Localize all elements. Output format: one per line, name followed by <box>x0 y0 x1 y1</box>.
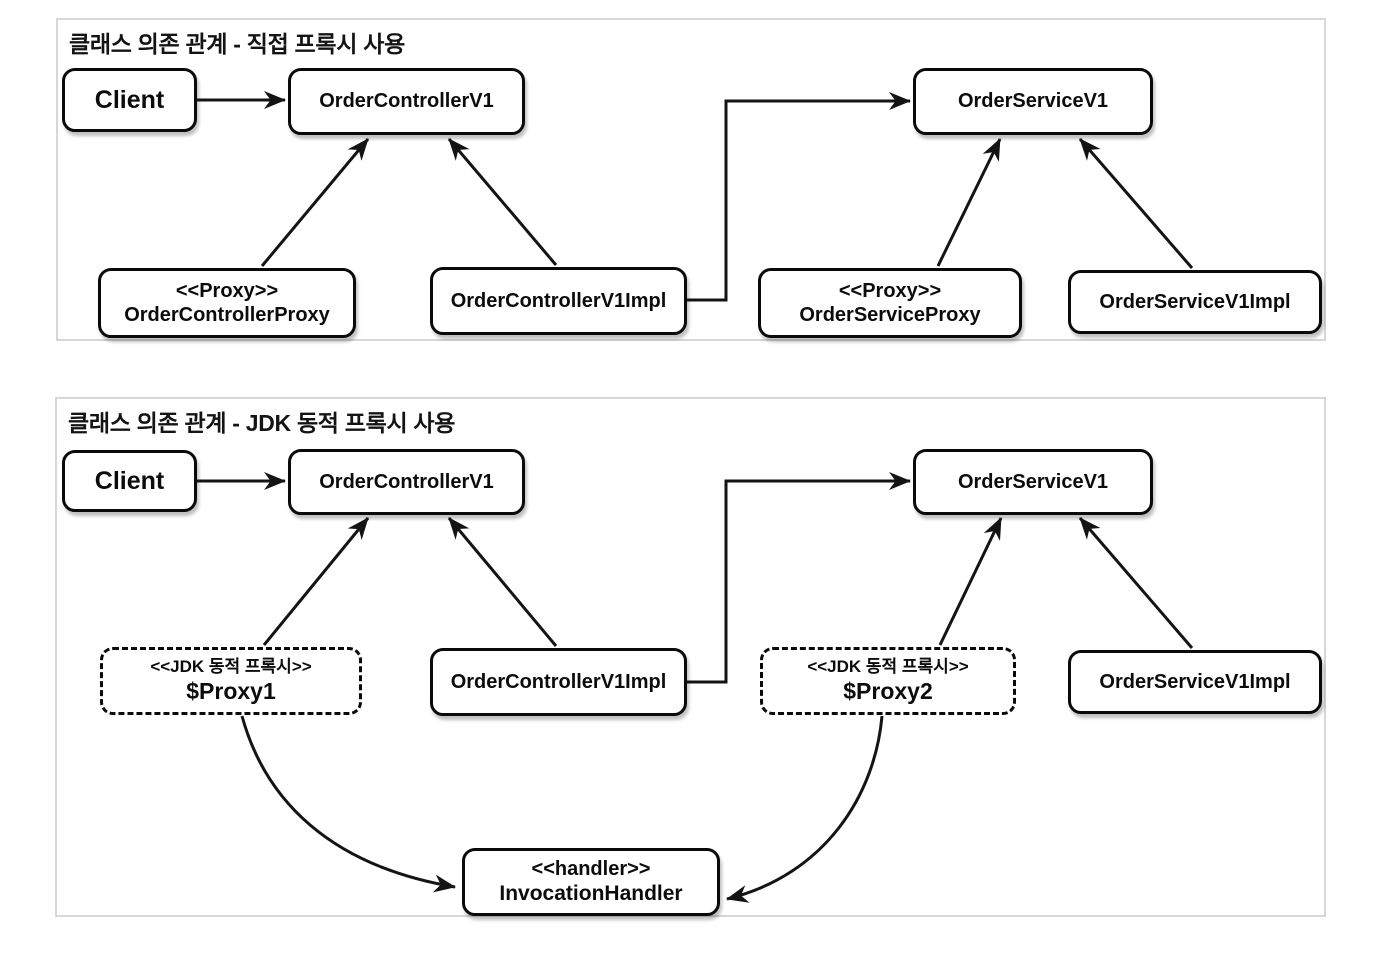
node-label: OrderControllerProxy <box>124 304 330 326</box>
node-jdk-proxy1: <<JDK 동적 프록시>> $Proxy1 <box>100 647 362 715</box>
node-order-controller-v1-2: OrderControllerV1 <box>288 449 525 515</box>
node-label: OrderServiceV1Impl <box>1099 670 1291 693</box>
node-invocation-handler: <<handler>> InvocationHandler <box>462 848 720 916</box>
node-label: OrderControllerV1 <box>319 90 494 113</box>
node-jdk-proxy2: <<JDK 동적 프록시>> $Proxy2 <box>760 647 1016 715</box>
diagram1-title: 클래스 의존 관계 - 직접 프록시 사용 <box>69 31 405 57</box>
node-order-controller-v1-impl-2: OrderControllerV1Impl <box>430 648 687 716</box>
node-stereotype: <<handler>> <box>531 858 651 880</box>
node-order-service-v1-impl-1: OrderServiceV1Impl <box>1068 270 1322 334</box>
node-order-service-v1-impl-2: OrderServiceV1Impl <box>1068 650 1322 714</box>
node-label: OrderServiceV1 <box>957 90 1109 113</box>
node-order-service-proxy: <<Proxy>> OrderServiceProxy <box>758 268 1022 338</box>
node-stereotype: <<Proxy>> <box>175 279 279 302</box>
node-label: OrderControllerV1 <box>319 470 494 493</box>
node-label: OrderServiceV1 <box>957 470 1109 493</box>
node-label: OrderServiceV1Impl <box>1099 290 1291 313</box>
node-stereotype: <<JDK 동적 프록시>> <box>150 656 312 676</box>
node-order-controller-v1-impl-1: OrderControllerV1Impl <box>430 267 687 335</box>
node-label: OrderServiceProxy <box>799 304 981 326</box>
node-label: InvocationHandler <box>499 882 683 906</box>
node-label: OrderControllerV1Impl <box>450 289 667 312</box>
node-stereotype: <<Proxy>> <box>838 279 942 302</box>
node-order-service-v1-1: OrderServiceV1 <box>913 68 1153 135</box>
node-order-service-v1-2: OrderServiceV1 <box>913 449 1153 515</box>
node-label: Client <box>94 466 165 495</box>
node-order-controller-v1-1: OrderControllerV1 <box>288 68 525 135</box>
node-label: $Proxy1 <box>186 678 276 705</box>
node-client-1: Client <box>62 68 197 132</box>
node-label: Client <box>94 85 165 114</box>
node-label: OrderControllerV1Impl <box>450 670 667 693</box>
node-label: $Proxy2 <box>843 678 933 705</box>
node-stereotype: <<JDK 동적 프록시>> <box>807 656 969 676</box>
diagram2-title: 클래스 의존 관계 - JDK 동적 프록시 사용 <box>68 410 456 436</box>
node-client-2: Client <box>62 450 197 512</box>
node-order-controller-proxy: <<Proxy>> OrderControllerProxy <box>98 268 356 338</box>
